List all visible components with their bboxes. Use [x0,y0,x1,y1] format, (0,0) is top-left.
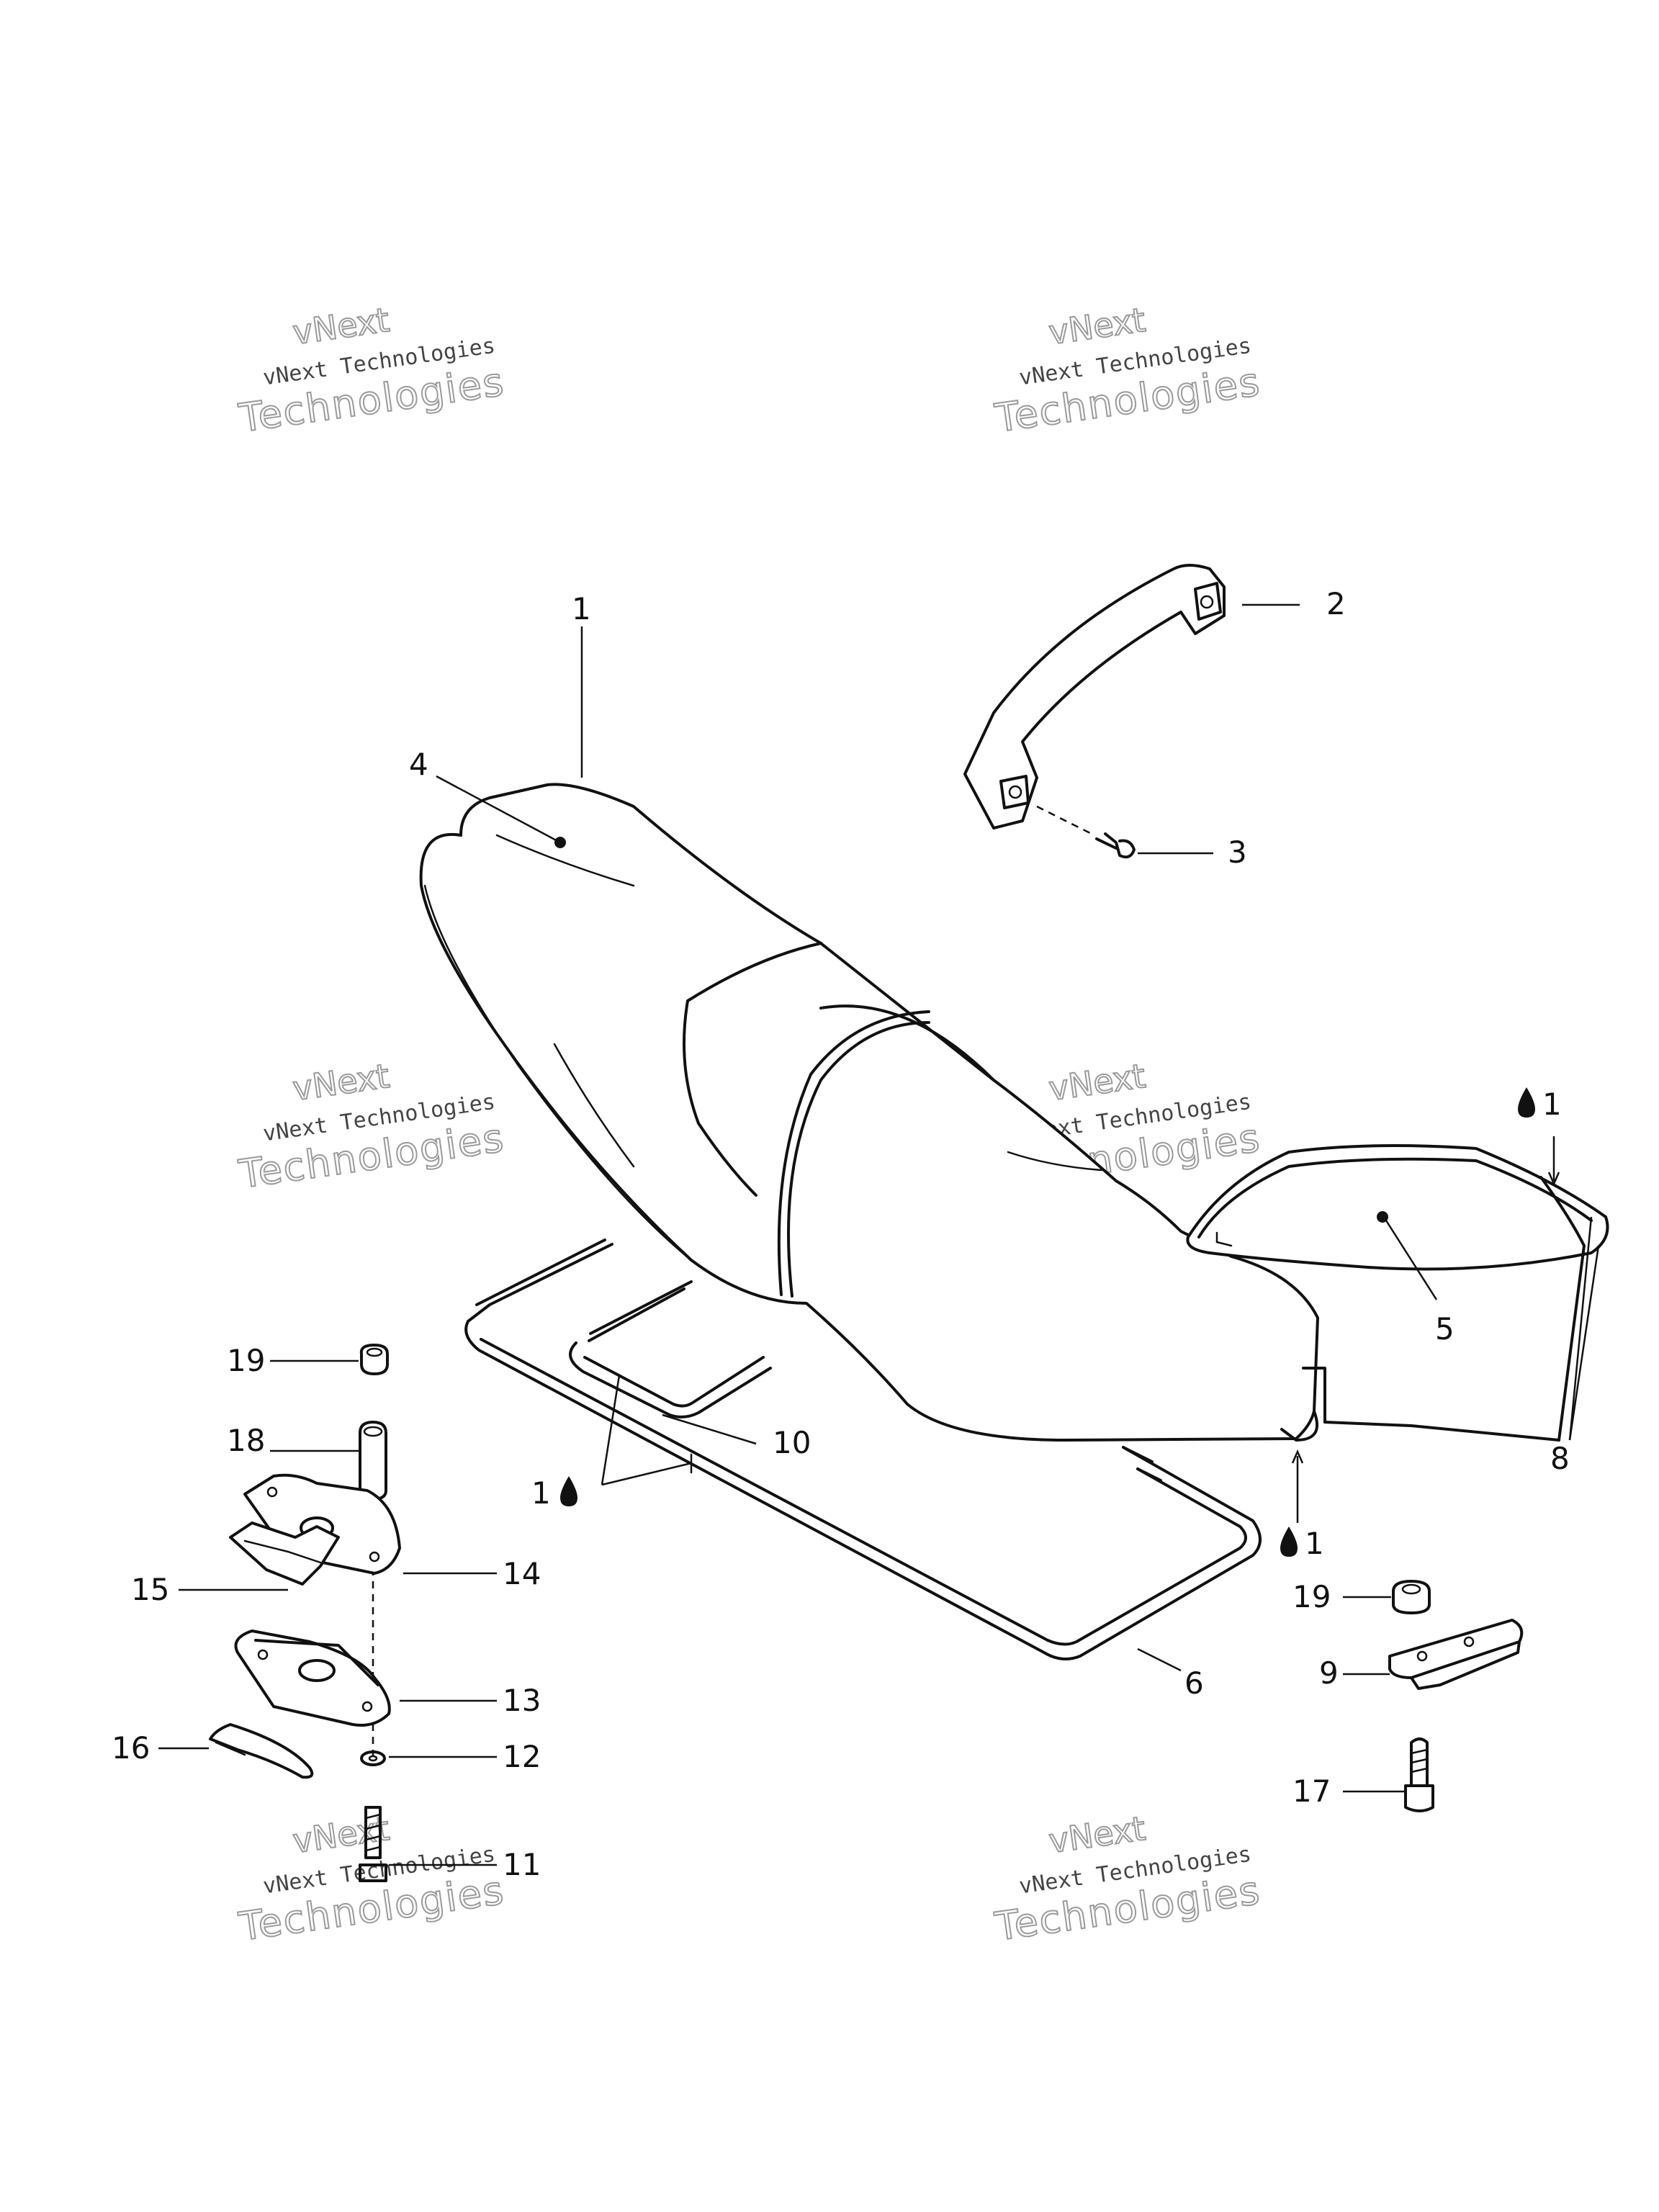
callout-17: 17 [1292,1773,1331,1809]
grab-handle [963,564,1226,859]
callout-13: 13 [503,1683,541,1718]
drop-icon [1518,1087,1535,1118]
callout-11: 11 [503,1847,541,1882]
seat-stiffener [569,1280,772,1419]
seat-cushion-marker [554,837,566,848]
watermark-bottom-right: vNext vNext Technologies Technologies [992,1808,1264,1951]
callout-18: 18 [227,1423,265,1458]
drop-icon [560,1476,577,1506]
svg-text:vNext: vNext [1046,1056,1148,1108]
callout-16: 16 [112,1730,150,1766]
svg-text:1: 1 [1542,1087,1562,1122]
callout-10: 10 [773,1425,811,1460]
adhesive-note-top-right: 1 [1518,1087,1562,1122]
callout-labels: 1 2 3 4 5 6 8 9 10 11 12 13 14 15 16 17 … [112,586,1570,1882]
callout-14: 14 [503,1556,541,1591]
rear-seat-cover [1186,1144,1609,1442]
callout-1: 1 [572,591,591,626]
callout-19: 19 [227,1343,265,1378]
svg-text:1: 1 [1305,1526,1324,1561]
svg-text:vNext: vNext [290,1809,392,1861]
svg-text:vNext: vNext [1046,1809,1148,1861]
watermark-top-left: vNext vNext Technologies Technologies [235,300,508,442]
adhesive-note-bottom: 1 [1280,1526,1324,1561]
watermark-mid-left: vNext vNext Technologies Technologies [235,1056,508,1198]
callout-6: 6 [1184,1665,1204,1701]
svg-text:vNext: vNext [1046,300,1148,352]
callout-3: 3 [1228,835,1247,870]
hinge-hardware-stack [209,1344,401,1882]
callout-4: 4 [409,747,428,782]
svg-text:1: 1 [531,1475,551,1511]
callout-15: 15 [131,1572,169,1607]
seat-assembly [419,783,1326,1442]
seat-base-frame [464,1238,1262,1660]
leader-lines [158,603,1600,1866]
svg-text:vNext: vNext [290,1056,392,1108]
adhesive-note-left: 1 [531,1475,577,1511]
callout-19b: 19 [1292,1579,1331,1614]
callout-5: 5 [1435,1311,1455,1346]
drop-icon [1280,1527,1298,1557]
callout-9: 9 [1319,1655,1339,1691]
callout-2: 2 [1326,586,1346,621]
callout-12: 12 [503,1739,541,1774]
watermark-top-right: vNext vNext Technologies Technologies [992,300,1264,442]
callout-8: 8 [1550,1441,1570,1476]
rear-cover-marker [1377,1211,1388,1223]
svg-text:vNext: vNext [290,300,392,352]
latch-hardware-right [1388,1580,1524,1812]
